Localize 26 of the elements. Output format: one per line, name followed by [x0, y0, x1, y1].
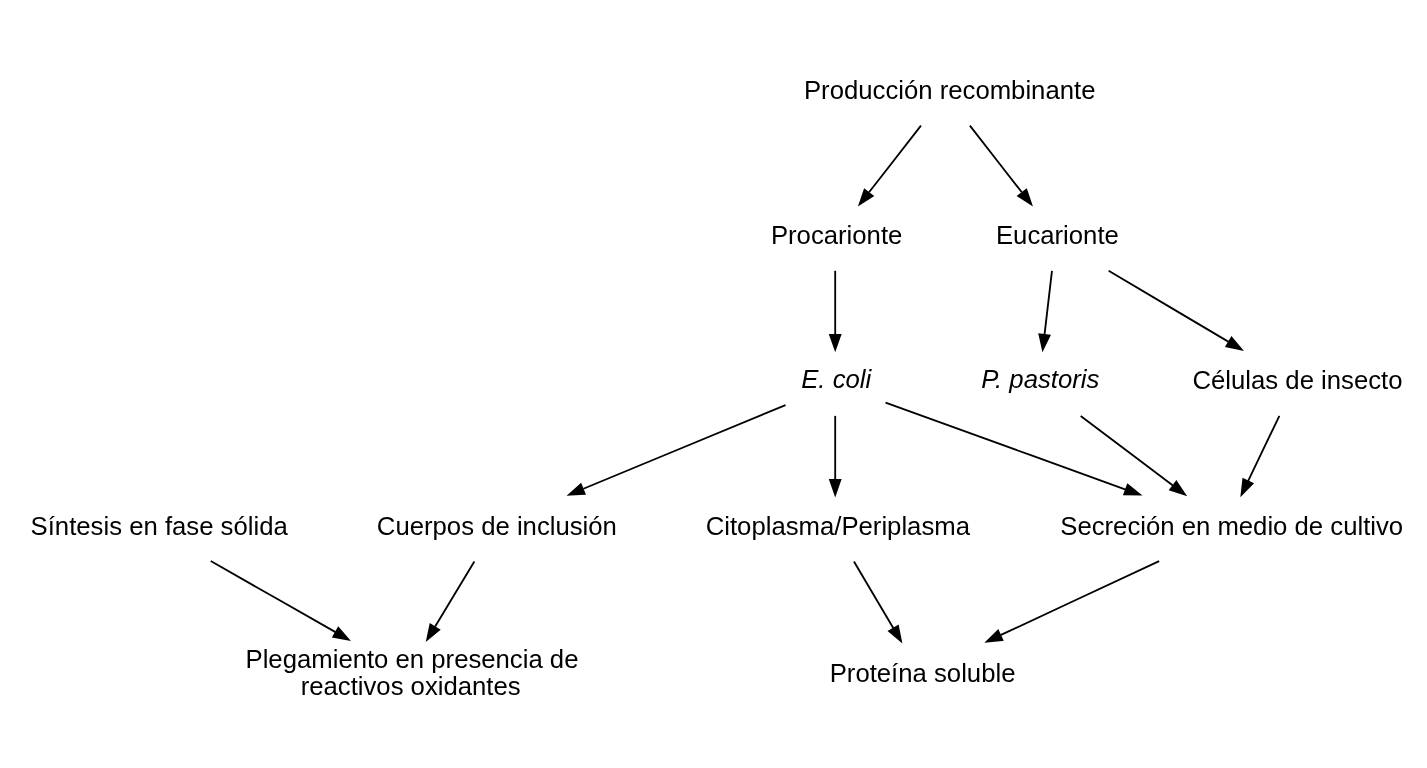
arrow — [853, 560, 903, 644]
node-text: Proteína soluble — [829, 658, 1016, 687]
node-text: Procarionte — [770, 220, 903, 249]
node-text: Cuerpos de inclusión — [376, 511, 617, 540]
node-text: Citoplasma/Periplasma — [705, 511, 970, 540]
arrow — [425, 560, 476, 642]
arrow — [209, 559, 351, 641]
arrow — [968, 124, 1033, 207]
node-text: Producción recombinante — [803, 75, 1096, 104]
arrow — [884, 401, 1143, 496]
arrow — [1107, 269, 1244, 351]
arrow — [1038, 269, 1053, 352]
arrow — [857, 124, 922, 207]
arrow — [828, 269, 842, 352]
arrow — [1079, 414, 1188, 496]
arrow — [828, 414, 842, 497]
node-text: Síntesis en fase sólida — [30, 511, 288, 540]
arrow — [984, 559, 1161, 643]
arrow — [1240, 414, 1281, 497]
node-text: Eucarionte — [995, 220, 1119, 249]
node-text: Plegamiento en presencia de reactivos oxidantes — [245, 644, 579, 700]
arrow — [566, 403, 787, 496]
node-text: E. coli — [801, 364, 872, 393]
node-text: Secreción en medio de cultivo — [1060, 511, 1404, 540]
node-text: Células de insecto — [1192, 365, 1403, 394]
node-text: P. pastoris — [981, 364, 1100, 393]
